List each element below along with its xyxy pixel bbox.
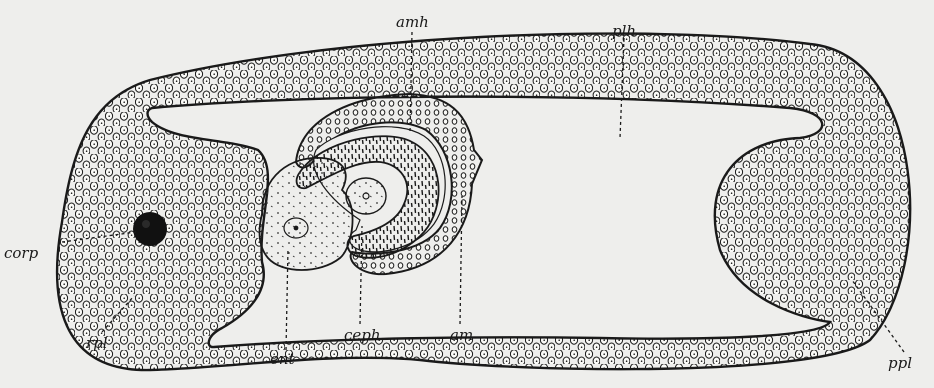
label-amh: amh [396,13,429,31]
label-rpl: rpl [86,334,108,352]
corpuscle [133,212,167,246]
label-ppl: ppl [888,354,912,372]
entoderm [260,158,353,270]
label-corp: corp [4,244,39,262]
body-wall-cell-layer [57,34,910,371]
label-am: am [450,326,473,344]
label-plh: plh [612,22,636,40]
label-ceph: ceph [344,326,381,344]
label-ent: ent [270,350,296,368]
